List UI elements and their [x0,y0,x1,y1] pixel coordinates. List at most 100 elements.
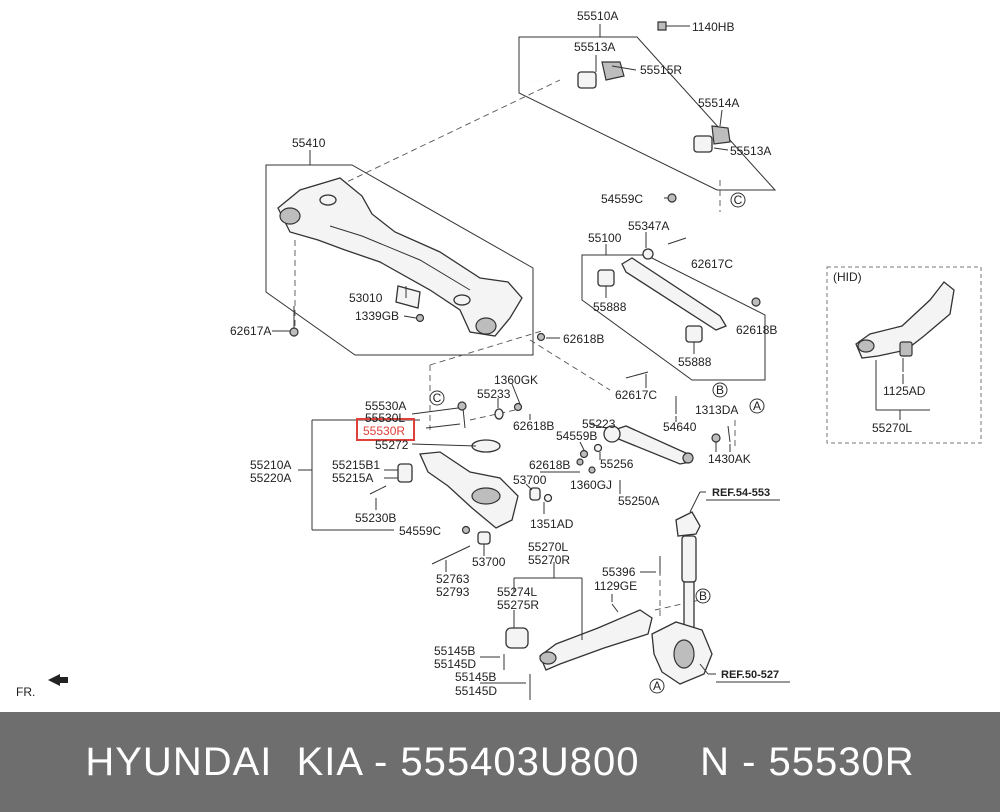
label-55250A: 55250A [618,494,659,508]
label-55510A: 55510A [577,9,618,23]
label-53700-lower: 53700 [472,555,506,569]
label-55513A-top: 55513A [574,40,615,54]
stabilizer-bracket-right [711,125,731,145]
label-54640: 54640 [663,420,697,434]
label-1351AD: 1351AD [530,517,574,531]
crossmember-hole-2 [453,294,471,306]
label-55272: 55272 [375,438,409,452]
dashed-link-9 [654,599,701,611]
label-55275R: 55275R [497,598,539,612]
nut-62618b-arm [751,297,761,307]
rear-suspension-diagram: C B C A B A FR. REF.54-553 REF.50-527 (H… [16,9,982,700]
crossmember-frame [265,164,534,356]
nut-54559c-top [667,193,677,203]
ref-upper-label: REF.54-553 [712,487,770,499]
bolt-55230b [369,485,387,495]
hid-label: (HID) [833,270,862,284]
footer-bar: HYUNDAI KIA - 555403U800 N - 55530R [0,712,1000,812]
label-55396: 55396 [602,565,636,579]
label-55220A: 55220A [250,471,291,485]
label-55530A: 55530A [365,399,406,413]
lower-arm-55210a [419,451,519,529]
link-55250a-bushing [603,425,621,443]
label-52793: 52793 [436,585,470,599]
crossmember-body [277,177,523,337]
front-direction-arrow-icon [48,674,68,686]
stabilizer-bar [527,79,705,183]
label-1360GJ: 1360GJ [570,478,612,492]
label-54559C-lower: 54559C [399,524,441,538]
bushing-55274l [505,627,529,649]
label-55274L: 55274L [497,585,537,599]
label-1339GB: 1339GB [355,309,399,323]
nut-1360gj [588,466,596,474]
bolt-52763 [431,545,471,565]
marker-b-arm: B [712,382,728,398]
svg-text:C: C [433,391,442,405]
nut-54559c-lower [461,525,471,535]
label-62618B-crossmember: 62618B [563,332,604,346]
stabilizer-bushing-right [693,135,713,153]
label-55145D-top: 55145D [434,657,476,671]
marker-b-knuckle: B [695,588,711,604]
stabilizer-bracket-left [601,61,625,81]
bolt-1313da [711,433,721,443]
marker-a-knuckle: A [649,678,665,694]
part-labels: 55510A 1140HB 55513A 55515R 55514A 55513… [230,9,926,698]
label-55347A: 55347A [628,219,669,233]
label-55888-top: 55888 [593,300,627,314]
nut-54559b [579,449,589,459]
label-55215A: 55215A [332,471,373,485]
label-54559B: 54559B [556,429,597,443]
svg-text:B: B [716,383,724,397]
label-55223: 55223 [582,417,616,431]
nut-62617a [289,327,299,337]
bushing-55888-bottom [685,325,703,343]
dashed-link-2 [329,79,561,191]
label-62618B-arm: 62618B [736,323,777,337]
shock-body [683,581,695,629]
bolt-1129ge [611,603,619,613]
label-55530R: 55530R [363,424,405,438]
bushing-55233 [494,408,504,420]
stabilizer-bar-inner [527,79,705,183]
label-1313DA: 1313DA [695,403,738,417]
label-53700-upper: 53700 [513,473,547,487]
label-55145B-bottom: 55145B [455,670,496,684]
washer-55347a [642,248,654,260]
footer-part-number: HYUNDAI KIA - 555403U800 N - 55530R [85,740,915,784]
bushing-55888-top [597,269,615,287]
marker-a-link: A [749,398,765,414]
crossmember-mount-right [475,317,497,335]
label-1140HB: 1140HB [692,20,734,34]
highlight-box-55530r [356,418,415,441]
bolt-62617c-top [667,237,687,245]
stabilizer-link-55530r [462,407,466,429]
stabilizer-bushing-left [577,71,597,89]
marker-c-link: C [429,390,445,406]
label-55513A-bottom: 55513A [730,144,771,158]
lower-arm-spring-seat [471,487,501,505]
label-55270L-hid: 55270L [872,421,912,435]
label-1125AD-hid: 1125AD [883,384,926,398]
label-1129GE: 1129GE [594,579,637,593]
stabilizer-frame [518,36,777,191]
label-55145B-top: 55145B [434,644,475,658]
crossmember-hole-1 [319,194,337,206]
bolt-62617c-bottom [625,371,649,379]
label-55233: 55233 [477,387,511,401]
label-55100: 55100 [588,231,622,245]
dashed-link-4 [429,329,546,366]
washer-55256 [593,443,603,453]
marker-c-top: C [730,192,746,208]
label-53010: 53010 [349,291,383,305]
bracket-53010 [395,285,421,309]
nut-62618b-crossmember [536,332,546,342]
label-55145D-bottom: 55145D [455,684,497,698]
label-55270L: 55270L [528,540,568,554]
upper-arm-55100 [621,257,727,331]
shock-top-mount [675,511,701,537]
label-55410: 55410 [292,136,326,150]
label-55215B1: 55215B1 [332,458,380,472]
